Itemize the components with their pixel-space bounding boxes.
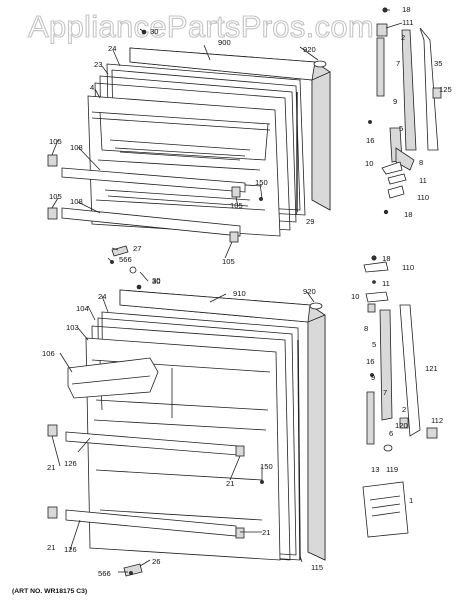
callout-108: 108 xyxy=(70,197,83,206)
callout-103: 103 xyxy=(66,323,79,332)
callout-7: 7 xyxy=(383,388,387,397)
callout-2: 2 xyxy=(402,405,406,414)
callout-115: 115 xyxy=(311,563,323,572)
callout-1: 1 xyxy=(409,496,413,505)
shelf-clip[interactable] xyxy=(47,207,58,220)
handle-trim-lower[interactable] xyxy=(399,304,421,437)
watermark-text: AppliancePartsPros.com xyxy=(28,9,374,44)
callout-566: 566 xyxy=(119,255,132,264)
callout-111: 111 xyxy=(402,18,414,27)
freezer-door-liner[interactable] xyxy=(87,95,281,237)
shelf-clip[interactable] xyxy=(235,527,245,539)
upper-hinge-handle-group xyxy=(368,7,442,215)
callout-105: 105 xyxy=(222,257,235,266)
callout-10: 10 xyxy=(351,292,359,301)
callout-150: 150 xyxy=(255,178,268,187)
hinge-trim-strip-lower[interactable] xyxy=(366,391,375,445)
callout-21: 21 xyxy=(226,479,234,488)
callout-2: 2 xyxy=(401,33,405,42)
dairy-compartment-door[interactable] xyxy=(67,357,159,399)
hinge-trim-strip[interactable] xyxy=(376,37,385,97)
callout-105: 105 xyxy=(230,201,243,210)
callout-8: 8 xyxy=(364,324,368,333)
callout-35: 35 xyxy=(434,59,442,68)
callout-108: 108 xyxy=(70,143,83,152)
callout-920: 920 xyxy=(303,287,316,296)
callout-120: 120 xyxy=(395,421,408,430)
callout-18: 18 xyxy=(404,210,412,219)
freezer-shelf-bar-lower[interactable] xyxy=(61,207,241,237)
callout-106: 106 xyxy=(42,349,55,358)
callout-566: 566 xyxy=(98,569,111,578)
art-number-reference: (ART NO. WR18175 C3) xyxy=(12,588,87,595)
callout-11: 11 xyxy=(382,279,390,288)
shelf-clip[interactable] xyxy=(47,154,58,167)
callout-30: 30 xyxy=(152,276,160,285)
callout-18: 18 xyxy=(402,5,410,14)
leader-lines xyxy=(51,9,403,573)
callout-150: 150 xyxy=(260,462,273,471)
callout-112: 112 xyxy=(431,416,443,425)
callout-125: 125 xyxy=(439,85,452,94)
callout-30: 30 xyxy=(152,277,160,286)
callout-6: 6 xyxy=(389,429,393,438)
callout-110: 110 xyxy=(417,193,429,202)
callout-26: 26 xyxy=(152,557,160,566)
callout-13: 13 xyxy=(371,465,379,474)
callout-27: 27 xyxy=(133,244,141,253)
callout-16: 16 xyxy=(366,136,374,145)
use-and-care-booklet[interactable] xyxy=(362,481,409,538)
callout-920: 920 xyxy=(303,45,316,54)
shelf-clip[interactable] xyxy=(47,506,58,519)
freezer-shelf-bar-upper[interactable] xyxy=(61,167,246,193)
callout-105: 105 xyxy=(49,137,62,146)
callout-4: 4 xyxy=(90,83,94,92)
shelf-clip[interactable] xyxy=(229,231,239,243)
handle-trim-upper[interactable] xyxy=(419,27,439,151)
callout-9: 9 xyxy=(393,97,397,106)
door-handle-lower[interactable] xyxy=(379,309,393,421)
callout-labels: 30 900 920 24 23 4 105 108 105 108 150 1… xyxy=(12,5,452,595)
callout-5: 5 xyxy=(399,124,403,133)
callout-7: 7 xyxy=(396,59,400,68)
callout-910: 910 xyxy=(233,289,246,298)
lower-hinge-handle-group xyxy=(362,255,438,538)
callout-105: 105 xyxy=(49,192,62,201)
callout-16: 16 xyxy=(366,357,374,366)
callout-11: 11 xyxy=(419,176,427,185)
callout-126: 126 xyxy=(64,459,77,468)
shelf-clip[interactable] xyxy=(47,424,58,437)
shelf-clip[interactable] xyxy=(235,445,245,457)
callout-10: 10 xyxy=(365,159,373,168)
callout-23: 23 xyxy=(94,60,102,69)
callout-126: 126 xyxy=(64,545,77,554)
callout-104: 104 xyxy=(76,304,89,313)
shelf-clip[interactable] xyxy=(231,186,241,198)
callout-21: 21 xyxy=(262,528,270,537)
door-handle-upper[interactable] xyxy=(401,29,417,151)
callout-121: 121 xyxy=(425,364,438,373)
callout-9: 9 xyxy=(371,373,375,382)
callout-30: 30 xyxy=(150,27,158,36)
freezer-door-assembly xyxy=(47,29,331,274)
callout-24: 24 xyxy=(108,44,116,53)
callout-18: 18 xyxy=(382,254,390,263)
callout-5: 5 xyxy=(372,340,376,349)
callout-21: 21 xyxy=(47,463,55,472)
callout-110: 110 xyxy=(402,263,414,272)
callout-24: 24 xyxy=(98,292,106,301)
fresh-food-door-assembly xyxy=(47,284,326,577)
callout-29: 29 xyxy=(306,217,314,226)
callout-119: 119 xyxy=(386,465,398,474)
callout-8: 8 xyxy=(419,158,423,167)
callout-21: 21 xyxy=(47,543,55,552)
callout-900: 900 xyxy=(218,38,231,47)
